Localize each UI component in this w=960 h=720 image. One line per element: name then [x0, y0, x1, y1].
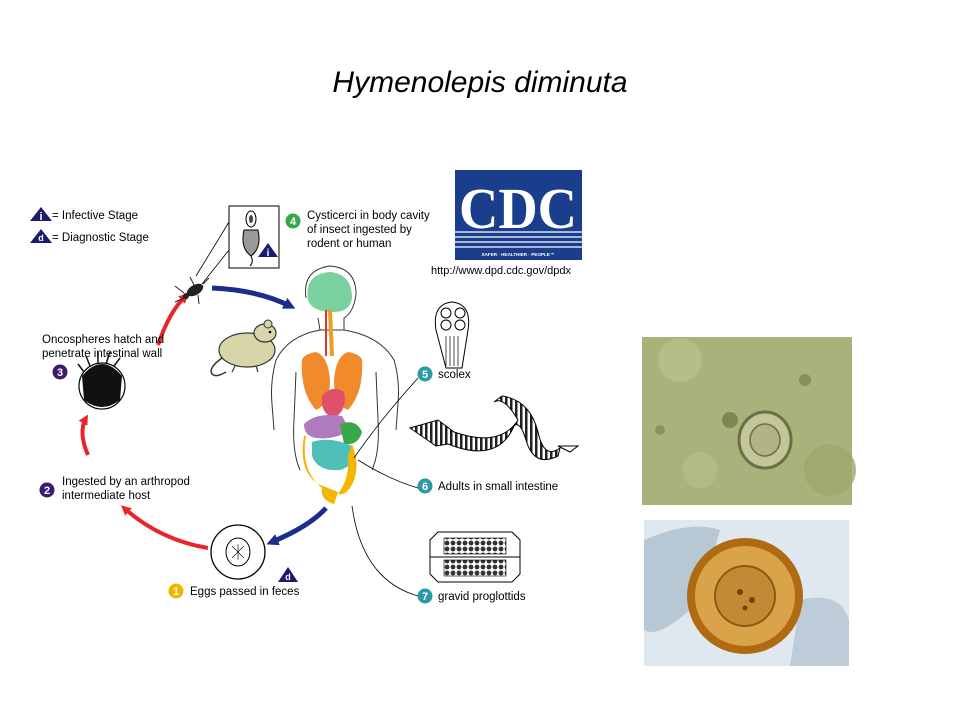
- stage-label-1: 1 Eggs passed in feces: [168, 583, 300, 599]
- arrow-host-to-eggs: [266, 506, 328, 546]
- stage-badge-2: [39, 482, 55, 498]
- legend-diagnostic-label: = Diagnostic Stage: [52, 232, 149, 244]
- stage-badge-6: [417, 478, 433, 494]
- arrow-2-to-3: [78, 414, 90, 456]
- svg-text:CDC: CDC: [459, 176, 577, 241]
- egg-micrograph-2: [644, 520, 849, 666]
- svg-text:Eggs passed in feces: Eggs passed in feces: [190, 586, 300, 598]
- stage-badge-3: [52, 364, 68, 380]
- svg-text:3: 3: [57, 367, 63, 379]
- arrow-insect-to-host: [211, 285, 296, 309]
- svg-text:Ingested by an arthropod: Ingested by an arthropod: [62, 476, 190, 488]
- cdc-logo: CDC SAFER · HEALTHIER · PEOPLE™: [455, 170, 582, 260]
- legend: i = Infective Stage d = Diagnostic Stage: [30, 207, 149, 244]
- stage-badge-1: [168, 583, 184, 599]
- svg-text:4: 4: [290, 216, 297, 228]
- svg-text:7: 7: [422, 591, 428, 603]
- svg-text:Oncospheres hatch and: Oncospheres hatch and: [42, 334, 164, 346]
- page-title: Hymenolepis diminuta: [332, 66, 628, 99]
- egg-icon: [210, 524, 266, 580]
- stage-badge-7: [417, 588, 433, 604]
- egg-micrograph-1: [642, 337, 856, 505]
- adult-worm-icon: [408, 395, 580, 460]
- stage-label-3: Oncospheres hatch and penetrate intestin…: [42, 334, 164, 380]
- svg-text:gravid proglottids: gravid proglottids: [438, 591, 526, 603]
- oncosphere-icon: [77, 351, 126, 410]
- svg-text:rodent or human: rodent or human: [307, 238, 391, 250]
- svg-text:5: 5: [422, 369, 428, 381]
- stage-label-6: 6 Adults in small intestine: [417, 478, 558, 494]
- svg-text:intermediate host: intermediate host: [62, 490, 151, 502]
- rat-icon: [210, 319, 277, 377]
- arrow-1-to-2: [121, 505, 209, 550]
- svg-text:Adults in small intestine: Adults in small intestine: [438, 481, 558, 493]
- infective-stage-icon: i: [30, 207, 52, 223]
- human-figure: [271, 265, 399, 504]
- svg-text:1: 1: [173, 586, 179, 598]
- insect-icon: [174, 276, 210, 305]
- diagnostic-marker-icon: d: [278, 567, 298, 582]
- stage-label-7: 7 gravid proglottids: [417, 588, 526, 604]
- diagnostic-stage-icon: d: [30, 229, 52, 243]
- svg-text:6: 6: [422, 481, 428, 493]
- svg-text:d: d: [38, 233, 44, 243]
- stage-badge-5: [417, 366, 433, 382]
- svg-text:Cysticerci in body cavity: Cysticerci in body cavity: [307, 210, 430, 222]
- svg-text:penetrate intestinal wall: penetrate intestinal wall: [42, 348, 162, 360]
- svg-text:of insect ingested by: of insect ingested by: [307, 224, 412, 236]
- svg-text:i: i: [39, 211, 42, 223]
- proglottids-icon: [429, 531, 521, 583]
- cdc-url-link[interactable]: http://www.dpd.cdc.gov/dpdx: [431, 265, 572, 277]
- svg-text:SAFER · HEALTHIER · PEOPLE™: SAFER · HEALTHIER · PEOPLE™: [482, 252, 555, 257]
- legend-infective-label: = Infective Stage: [52, 210, 138, 222]
- stage-label-4: 4 Cysticerci in body cavity of insect in…: [285, 210, 430, 250]
- svg-text:i: i: [267, 248, 270, 259]
- svg-text:2: 2: [44, 485, 50, 497]
- svg-text:scolex: scolex: [438, 369, 471, 381]
- stage-label-2: 2 Ingested by an arthropod intermediate …: [39, 476, 190, 502]
- stage-badge-4: [285, 213, 301, 229]
- svg-text:d: d: [285, 572, 291, 582]
- infective-marker-icon: [258, 243, 278, 257]
- cysticercoid-box: i: [228, 205, 280, 269]
- scolex-icon: [434, 301, 470, 369]
- stage-label-5: 5 scolex: [417, 366, 471, 382]
